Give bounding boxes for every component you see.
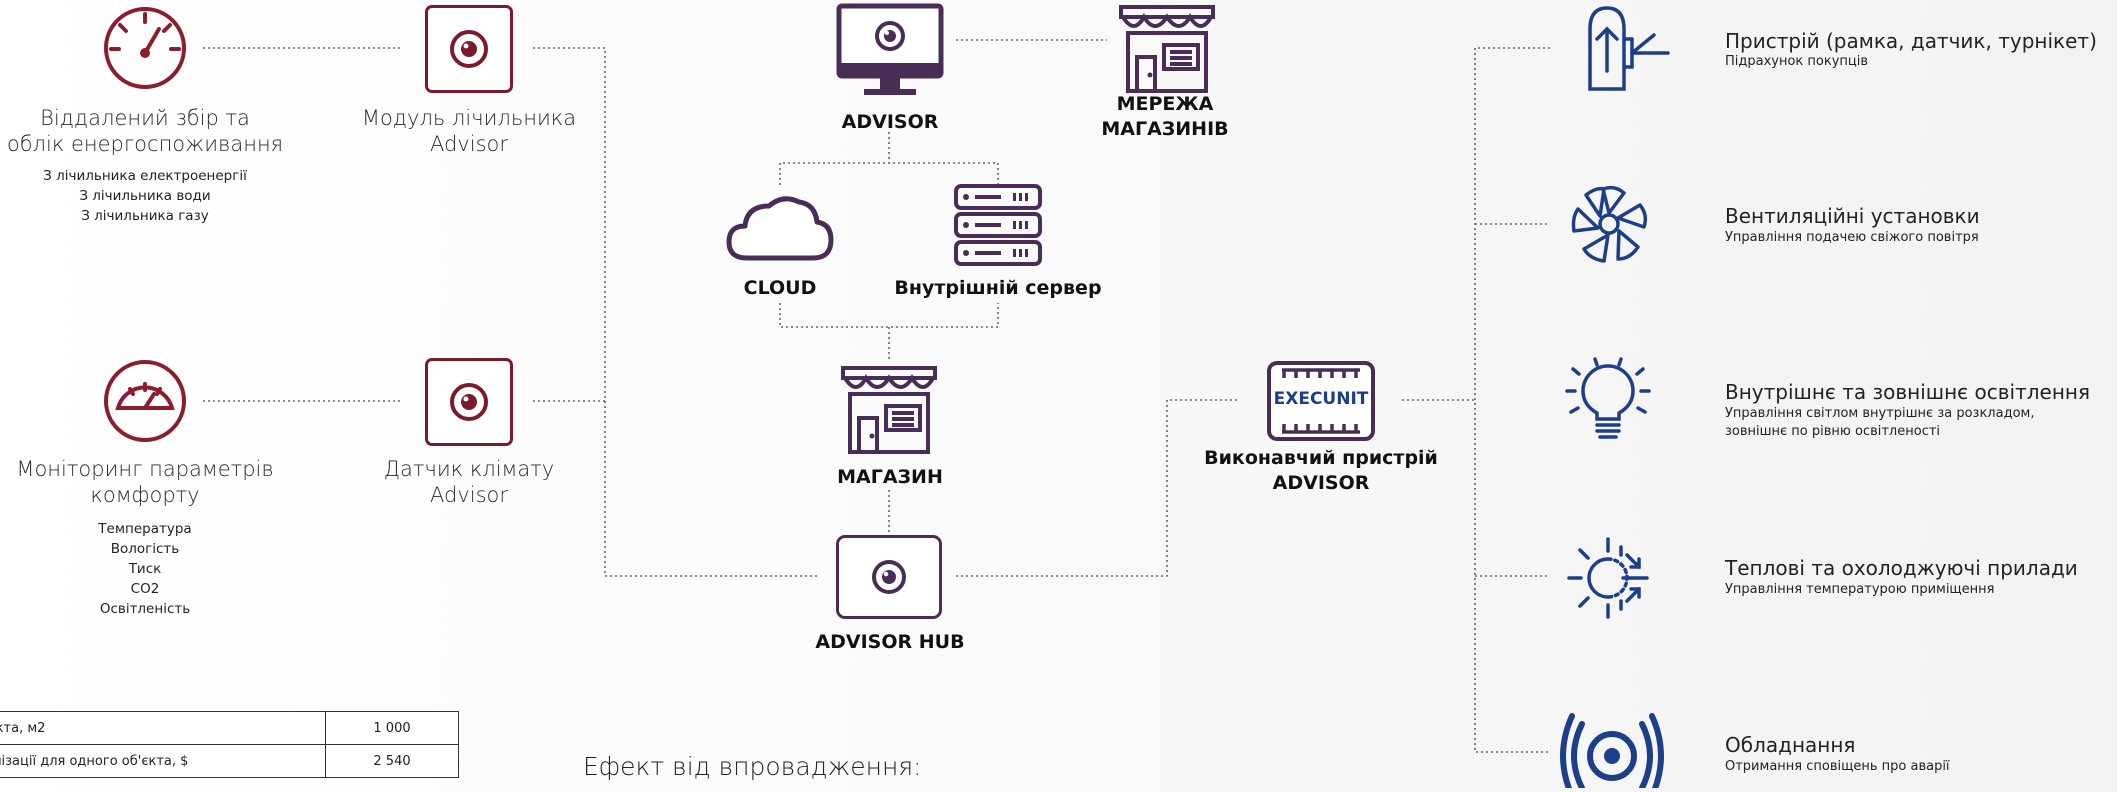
energy-sub-item: З лічильника води	[79, 188, 211, 204]
comfort-sub-item: CO2	[130, 581, 160, 597]
table-cell-value: 1 000	[325, 711, 459, 745]
gauge-icon	[102, 5, 188, 95]
meter-module-tile[interactable]	[425, 5, 513, 93]
execunit-icon[interactable]: EXECUNIT	[1266, 360, 1376, 446]
store-icon[interactable]	[835, 366, 943, 460]
right-item-title: Внутрішнє та зовнішнє освітлення	[1725, 380, 2091, 404]
table-cell-label: реалізації для одного об'єкта, $	[0, 744, 326, 778]
store-label: МАГАЗИН	[837, 466, 943, 488]
right-item-title: Пристрій (рамка, датчик, турнікет)	[1725, 29, 2097, 53]
cost-table: об'єкта, м2 1 000 реалізації для одного …	[0, 711, 459, 778]
execunit-badge: EXECUNIT	[1273, 389, 1369, 409]
right-item-title: Обладнання	[1725, 733, 1856, 757]
advisor-hub-tile[interactable]	[836, 535, 942, 619]
sun-snow-icon	[1565, 535, 1651, 625]
bulb-icon	[1565, 357, 1651, 451]
table-cell-value: 2 540	[325, 744, 459, 778]
energy-sub-item: З лічильника електроенергії	[43, 168, 247, 184]
comfort-sub-item: Освітленість	[99, 601, 191, 617]
effect-title: Ефект від впровадження:	[583, 752, 922, 781]
comfort-sub-item: Вологість	[110, 541, 180, 557]
fan-icon	[1568, 183, 1650, 269]
comfort-sub-item: Тиск	[128, 561, 162, 577]
store-icon[interactable]	[1119, 5, 1215, 99]
server-icon[interactable]	[953, 183, 1043, 271]
monitor-icon[interactable]	[836, 3, 944, 105]
execunit-label: Виконавчий пристрій ADVISOR	[1204, 447, 1438, 494]
camera-icon	[450, 30, 488, 68]
right-item-sub: Управління подачею свіжого повітря	[1725, 230, 1979, 245]
advisor-label: ADVISOR	[841, 111, 939, 133]
advisor-hub-label: ADVISOR HUB	[815, 631, 965, 653]
alarm-icon	[1560, 712, 1664, 792]
energy-sub-item: З лічильника газу	[81, 208, 209, 224]
meter-module-label: Модуль лічильника Advisor	[361, 106, 577, 156]
network-label: МЕРЕЖА МАГАЗИНІВ	[1101, 93, 1229, 140]
table-row: реалізації для одного об'єкта, $ 2 540	[0, 744, 459, 778]
door-counter-icon	[1584, 5, 1674, 95]
server-label: Внутрішній сервер	[894, 277, 1102, 299]
cloud-icon[interactable]	[725, 192, 835, 268]
comfort-sub-item: Температура	[98, 521, 192, 537]
cloud-label: CLOUD	[743, 277, 817, 299]
right-item-title: Вентиляційні установки	[1725, 204, 1980, 228]
camera-icon	[450, 383, 488, 421]
right-item-sub: Управління температурою приміщення	[1725, 582, 1995, 597]
climate-sensor-label: Датчик клімату Advisor	[383, 457, 555, 507]
camera-icon	[872, 560, 906, 594]
energy-sub-list: З лічильника електроенергії З лічильника…	[20, 166, 270, 226]
right-item-title: Теплові та охолоджуючі прилади	[1725, 556, 2078, 580]
right-item-sub: Підрахунок покупців	[1725, 54, 1869, 69]
thermometer-dial-icon	[102, 358, 188, 448]
right-item-sub: Отримання сповіщень про аварії	[1725, 759, 1950, 774]
comfort-title: Моніторинг параметрів комфорту	[16, 457, 274, 507]
energy-title: Віддалений збір та облік енергоспоживанн…	[6, 106, 284, 156]
climate-sensor-tile[interactable]	[425, 358, 513, 446]
comfort-sub-list: Температура Вологість Тиск CO2 Освітлені…	[45, 519, 245, 619]
table-cell-label: об'єкта, м2	[0, 711, 326, 745]
table-row: об'єкта, м2 1 000	[0, 711, 459, 745]
right-item-sub: Управління світлом внутрішнє за розкладо…	[1725, 406, 2035, 439]
